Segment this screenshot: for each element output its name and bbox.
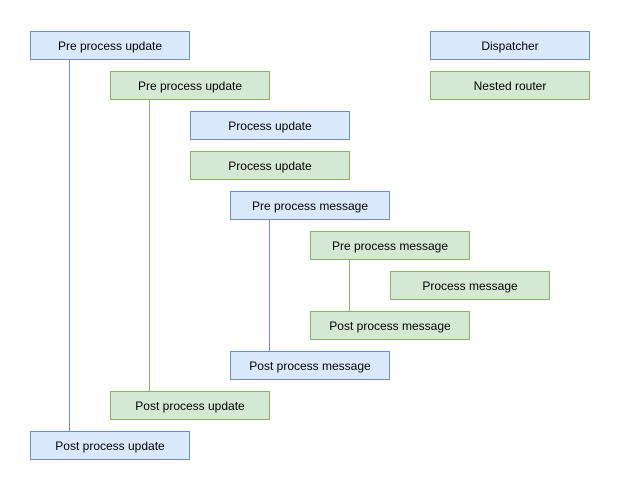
node-post-process-message-router: Post process message — [310, 311, 470, 340]
node-post-process-message-dispatcher: Post process message — [230, 351, 390, 380]
node-process-message-router: Process message — [390, 271, 550, 300]
connector-update-lifeline-router — [149, 100, 151, 391]
legend-dispatcher: Dispatcher — [430, 31, 590, 60]
node-post-process-update-dispatcher: Post process update — [30, 431, 190, 460]
node-pre-process-message-dispatcher: Pre process message — [230, 191, 390, 220]
connector-message-lifeline-dispatcher — [269, 220, 271, 351]
node-post-process-update-router: Post process update — [110, 391, 270, 420]
node-process-update-dispatcher: Process update — [190, 111, 350, 140]
node-process-update-router: Process update — [190, 151, 350, 180]
legend-nested-router: Nested router — [430, 71, 590, 100]
node-pre-process-message-router: Pre process message — [310, 231, 470, 260]
connector-update-lifeline-dispatcher — [69, 60, 71, 431]
node-pre-process-update-dispatcher: Pre process update — [30, 31, 190, 60]
node-pre-process-update-router: Pre process update — [110, 71, 270, 100]
connector-message-lifeline-router — [349, 260, 351, 311]
